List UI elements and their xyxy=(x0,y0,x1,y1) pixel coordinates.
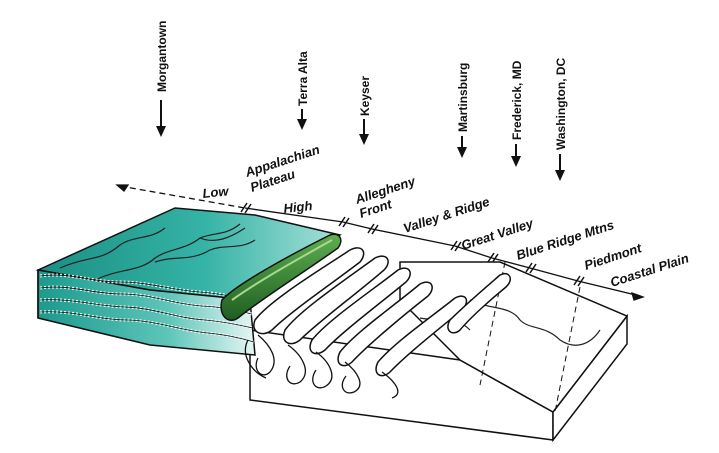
city-marker-frederick: Frederick, MD xyxy=(510,60,524,167)
down-arrow-icon xyxy=(511,156,521,167)
city-label-terra-alta: Terra Alta xyxy=(296,51,310,106)
city-label-keyser: Keyser xyxy=(358,76,372,116)
city-marker-washington: Washington, DC xyxy=(554,57,568,181)
down-arrow-icon xyxy=(555,170,565,181)
city-marker-morgantown: Morgantown xyxy=(155,21,169,137)
label-valley-ridge: Valley & Ridge xyxy=(401,194,491,236)
city-marker-keyser: Keyser xyxy=(358,76,372,145)
city-label-martinsburg: Martinsburg xyxy=(456,63,470,132)
down-arrow-icon xyxy=(359,134,369,145)
label-low: Low xyxy=(202,183,230,201)
down-arrow-icon xyxy=(457,147,467,158)
valley-ridge-folds xyxy=(253,247,511,377)
down-arrow-icon xyxy=(156,126,166,137)
allegheny-green-ridge xyxy=(220,233,342,321)
city-marker-martinsburg: Martinsburg xyxy=(456,63,470,158)
down-arrow-icon xyxy=(297,119,307,130)
block-diagram xyxy=(35,207,629,443)
province-extent-lines xyxy=(115,184,645,301)
city-label-frederick: Frederick, MD xyxy=(510,60,524,140)
city-label-washington: Washington, DC xyxy=(554,57,568,150)
city-marker-terra-alta: Terra Alta xyxy=(296,51,310,130)
city-label-morgantown: Morgantown xyxy=(155,21,169,92)
label-high: High xyxy=(283,198,313,216)
fold-curls xyxy=(244,334,399,399)
